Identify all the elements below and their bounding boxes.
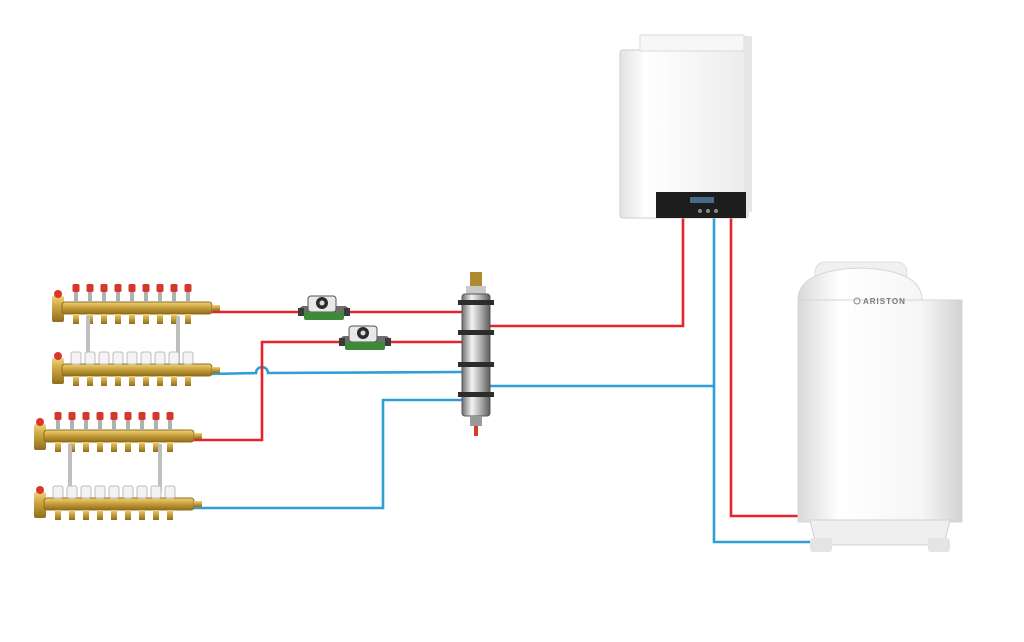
hot-pipe-separator-to-manifold-3 bbox=[190, 340, 462, 442]
wall-gas-boiler-icon bbox=[619, 34, 752, 219]
pipe-network bbox=[190, 218, 810, 544]
return-manifold-icon bbox=[52, 351, 220, 386]
hot-water-cylinder-icon: ARISTON bbox=[797, 261, 963, 552]
circulation-pump-icon bbox=[339, 325, 391, 350]
return-manifold-icon bbox=[34, 485, 202, 520]
tank-brand-label: ARISTON bbox=[863, 297, 906, 306]
hot-pipe-boiler-to-tank bbox=[729, 218, 808, 518]
cold-pipe-separator-to-boiler bbox=[490, 218, 716, 388]
pumps-group bbox=[298, 295, 391, 350]
cold-pipe-manifold-4-return bbox=[190, 398, 462, 510]
cold-pipe-tank-return bbox=[712, 386, 810, 544]
circulation-pump-icon bbox=[298, 295, 350, 320]
hydraulic-separator-icon bbox=[458, 272, 494, 436]
supply-manifold-icon bbox=[52, 284, 220, 364]
supply-manifold-icon bbox=[34, 412, 202, 492]
hot-pipe-boiler-to-separator bbox=[490, 218, 685, 328]
manifolds-group bbox=[34, 284, 220, 520]
cold-pipe-manifold-2-return bbox=[207, 365, 463, 376]
